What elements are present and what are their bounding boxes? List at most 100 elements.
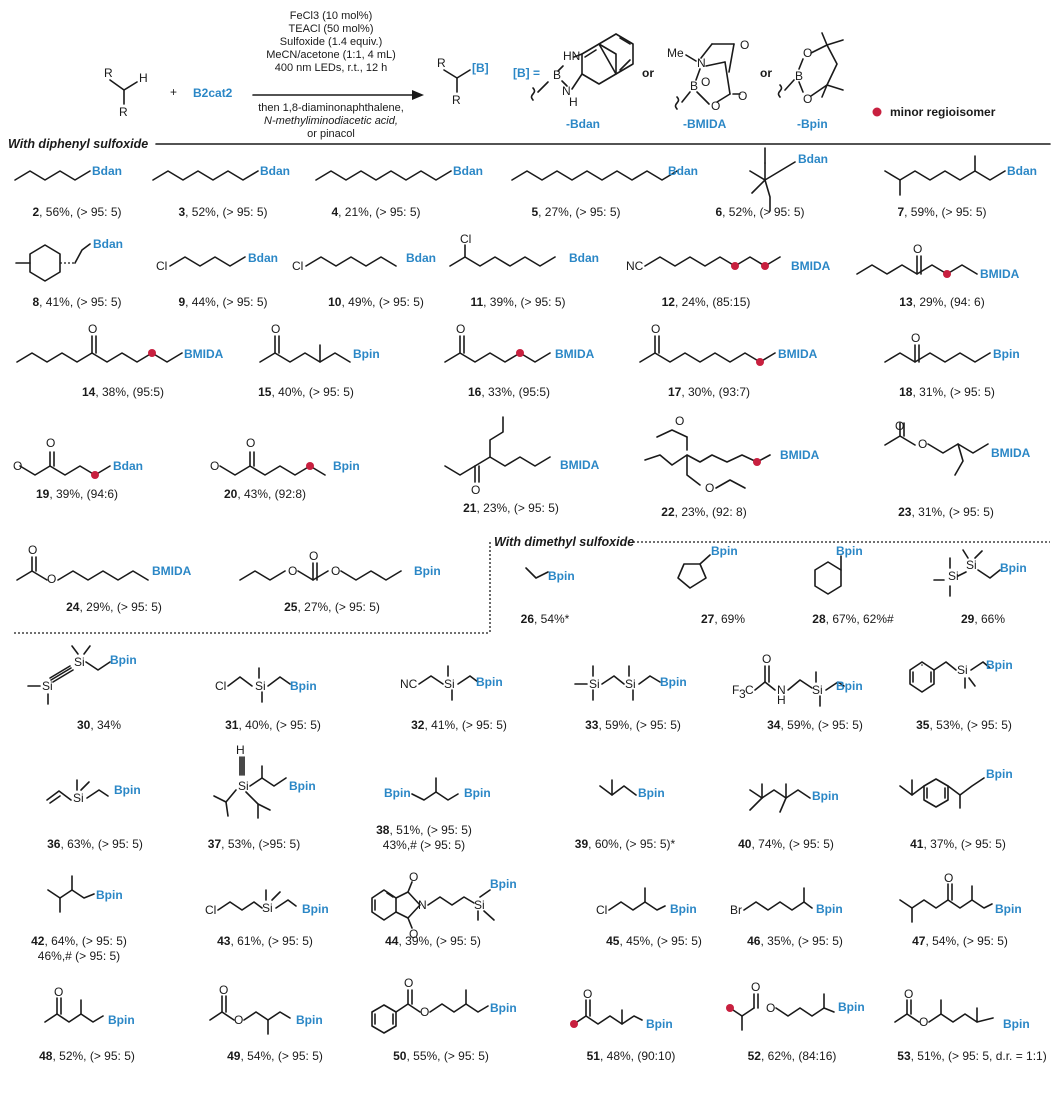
svg-text:Bpin: Bpin <box>646 1017 673 1031</box>
svg-text:Cl: Cl <box>205 903 216 917</box>
svg-text:B: B <box>795 69 803 83</box>
svg-text:O: O <box>918 437 927 451</box>
structure-40: Bpin <box>749 783 839 813</box>
compound-yield: , 54%, (> 95: 5) <box>240 1049 322 1063</box>
svg-text:Bpin: Bpin <box>1000 561 1027 575</box>
structure-29: Si Si Bpin <box>933 549 1027 597</box>
compound-caption-28: 28, 67%, 62%# <box>812 612 894 626</box>
svg-text:Bdan: Bdan <box>1007 164 1037 178</box>
compound-number: 42 <box>31 934 45 948</box>
svg-text:Bpin: Bpin <box>333 459 360 473</box>
compound-caption-11: 11, 39%, (> 95: 5) <box>470 295 565 309</box>
svg-text:BMIDA: BMIDA <box>780 448 820 462</box>
structure-26: Bpin <box>525 567 575 583</box>
condition-5: 400 nm LEDs, r.t., 12 h <box>275 62 388 74</box>
compound-number: 52 <box>748 1049 762 1063</box>
structure-34: F 3 C O N H Si Bpin <box>732 652 863 707</box>
svg-text:Cl: Cl <box>596 903 607 917</box>
structure-31: Cl Si Bpin <box>215 667 317 703</box>
compound-yield: , 39%, (> 95: 5) <box>483 295 565 309</box>
svg-text:B: B <box>553 68 561 82</box>
svg-text:O: O <box>651 322 660 336</box>
bdan-structure: HN N H B -Bdan <box>530 33 634 131</box>
structure-3: Bdan <box>152 164 290 181</box>
svg-text:[B]: [B] <box>472 61 489 75</box>
compound-number: 18 <box>899 385 913 399</box>
svg-text:Bpin: Bpin <box>464 786 491 800</box>
legend-dot <box>872 107 882 117</box>
compound-caption-33: 33, 59%, (> 95: 5) <box>585 718 681 732</box>
structure-22: O O BMIDA <box>644 414 820 495</box>
compound-yield: , 49%, (> 95: 5) <box>341 295 423 309</box>
compound-number: 35 <box>916 718 930 732</box>
svg-text:BMIDA: BMIDA <box>980 267 1020 281</box>
svg-text:Si: Si <box>238 779 249 793</box>
structure-47: O Bpin <box>899 871 1022 923</box>
compound-yield: , 23%, (> 95: 5) <box>476 501 558 515</box>
compound-number: 51 <box>587 1049 601 1063</box>
compound-number: 19 <box>36 487 50 501</box>
structure-17: O BMIDA <box>639 322 818 366</box>
structure-39: Bpin <box>599 779 665 800</box>
svg-text:Si: Si <box>255 679 266 693</box>
section-dimethyl: With dimethyl sulfoxide <box>494 535 634 549</box>
compound-number: 26 <box>521 612 535 626</box>
structure-49: O O Bpin <box>209 983 323 1035</box>
structure-24: O O BMIDA <box>16 543 192 586</box>
svg-text:O: O <box>456 322 465 336</box>
compound-yield: , 35%, (> 95: 5) <box>760 934 842 948</box>
compound-caption-25: 25, 27%, (> 95: 5) <box>284 600 380 614</box>
bpin-structure: O B O -Bpin <box>777 32 844 131</box>
compound-number: 29 <box>961 612 975 626</box>
svg-text:O: O <box>309 549 318 563</box>
svg-text:Me: Me <box>667 46 684 60</box>
structure-12: NC BMIDA <box>626 256 831 273</box>
svg-text:O: O <box>331 564 340 578</box>
svg-text:O: O <box>420 1005 429 1019</box>
svg-text:N: N <box>562 84 571 98</box>
compound-number: 21 <box>463 501 477 515</box>
svg-text:O: O <box>88 322 97 336</box>
svg-text:Bpin: Bpin <box>812 789 839 803</box>
compound-number: 46 <box>747 934 761 948</box>
compound-yield: , 56%, (> 95: 5) <box>39 205 121 219</box>
structure-36: Si Bpin <box>46 779 141 805</box>
svg-text:Bpin: Bpin <box>638 786 665 800</box>
svg-text:BMIDA: BMIDA <box>152 564 192 578</box>
svg-text:R: R <box>119 105 128 119</box>
arrowhead <box>412 90 424 100</box>
condition-1: FeCl3 (10 mol%) <box>290 10 373 22</box>
svg-text:O: O <box>409 927 418 941</box>
structure-48: O Bpin <box>44 985 135 1027</box>
compound-caption-14: 14, 38%, (95:5) <box>82 385 164 399</box>
svg-text:F: F <box>732 683 739 697</box>
structure-50: O O Bpin <box>371 976 517 1034</box>
structure-43: Cl Si Bpin <box>205 889 329 917</box>
compound-caption-18: 18, 31%, (> 95: 5) <box>899 385 995 399</box>
structure-14: O BMIDA <box>16 322 224 363</box>
compound-caption-9: 9, 44%, (> 95: 5) <box>178 295 267 309</box>
compound-yield: , 27%, (> 95: 5) <box>538 205 620 219</box>
svg-text:Si: Si <box>444 677 455 691</box>
section-diphenyl: With diphenyl sulfoxide <box>8 137 148 151</box>
compound-number: 36 <box>47 837 61 851</box>
compound-caption-45: 45, 45%, (> 95: 5) <box>606 934 702 948</box>
compound-caption-41: 41, 37%, (> 95: 5) <box>910 837 1006 851</box>
svg-text:O: O <box>762 652 771 666</box>
structure-2: Bdan <box>14 164 122 181</box>
svg-text:Si: Si <box>948 569 959 583</box>
svg-text:O: O <box>219 983 228 997</box>
compound-number: 47 <box>912 934 926 948</box>
svg-text:O: O <box>803 46 812 60</box>
compound-yield: , 64%, (> 95: 5) <box>44 934 126 948</box>
compound-caption-7: 7, 59%, (> 95: 5) <box>897 205 986 219</box>
compound-number: 9 <box>178 295 185 309</box>
svg-text:BMIDA: BMIDA <box>555 347 595 361</box>
compound-caption-39: 39, 60%, (> 95: 5)* <box>575 837 676 851</box>
svg-text:O: O <box>246 436 255 450</box>
svg-text:Cl: Cl <box>156 259 167 273</box>
svg-text:Cl: Cl <box>460 232 471 246</box>
structure-53: O O Bpin <box>894 987 1030 1031</box>
svg-text:O: O <box>471 483 480 497</box>
compound-number: 22 <box>661 505 675 519</box>
